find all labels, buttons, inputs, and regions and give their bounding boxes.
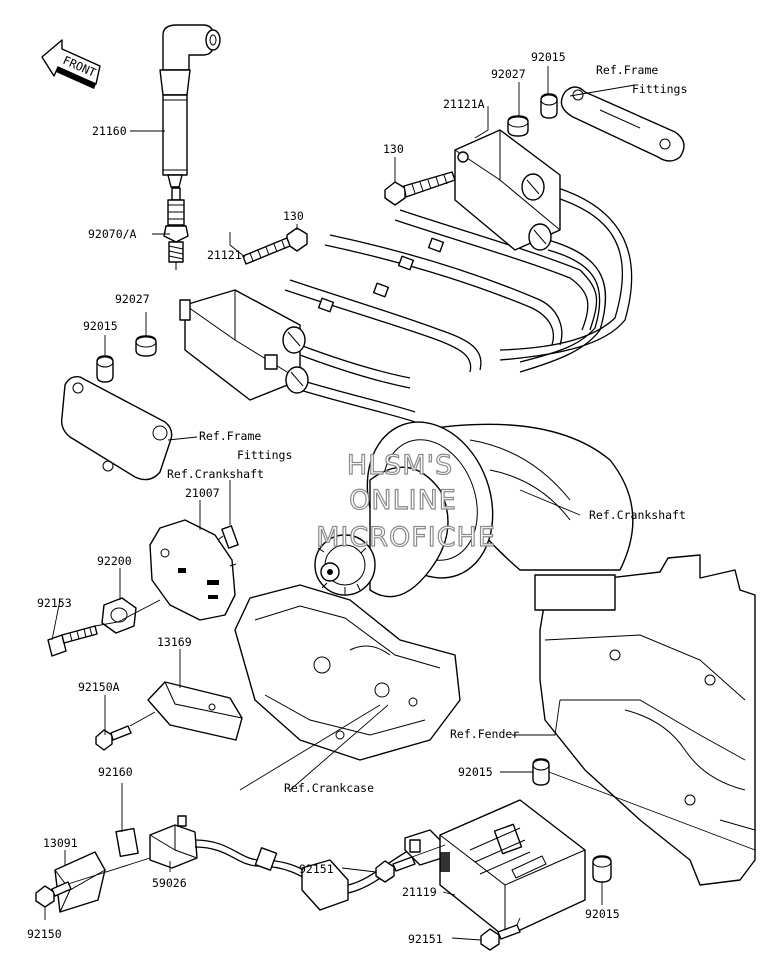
- ignition-coil-21121: [179, 289, 309, 401]
- label-13091: 13091: [43, 836, 78, 850]
- watermark-line-1: HLSM'S: [347, 450, 453, 481]
- watermark-line-2: ONLINE: [349, 485, 457, 516]
- spark-plug-92070a: [163, 187, 189, 270]
- label-ref-crankshaft-left: Ref.Crankshaft: [167, 467, 264, 481]
- label-ref-frame-top: Ref.Frame: [596, 63, 658, 77]
- label-92015-left: 92015: [83, 319, 118, 333]
- label-92015-bottom: 92015: [585, 907, 620, 921]
- bolt-92151-bottom: [480, 924, 521, 951]
- watermark: HLSM'S ONLINE MICROFICHE: [315, 449, 496, 553]
- bolt-92150a: [95, 725, 132, 751]
- label-92160: 92160: [98, 765, 133, 779]
- label-92027-top: 92027: [491, 67, 526, 81]
- bolt-92153: [47, 625, 98, 657]
- front-arrow-icon: FRONT: [41, 39, 101, 89]
- label-21119: 21119: [402, 885, 437, 899]
- label-ref-crankcase: Ref.Crankcase: [284, 781, 374, 795]
- label-ref-crankshaft-right: Ref.Crankshaft: [589, 508, 686, 522]
- label-92150a: 92150A: [78, 680, 120, 694]
- label-59026: 59026: [152, 876, 187, 890]
- fender-part: [534, 554, 756, 886]
- label-ref-fender: Ref.Fender: [450, 727, 519, 741]
- frame-bracket-top: [560, 86, 685, 162]
- crankshaft-part: [314, 421, 634, 598]
- label-92200: 92200: [97, 554, 132, 568]
- bracket-13091: [54, 851, 106, 913]
- igniter-21119: [439, 799, 586, 938]
- label-92153: 92153: [37, 596, 72, 610]
- ignition-leads: [238, 184, 633, 423]
- grommet-92027-left: [135, 335, 157, 357]
- pickup-coil-59026: [149, 815, 413, 911]
- part-labels: 21160 92070/A 92027 92015 Ref.Frame Fitt…: [27, 50, 687, 946]
- label-21160: 21160: [92, 124, 127, 138]
- frame-bracket-left: [60, 375, 173, 481]
- crankcase-part: [234, 584, 461, 761]
- ignition-coil-21121a: [454, 129, 561, 251]
- label-21121a: 21121A: [443, 97, 485, 111]
- collar-92015-bottom: [592, 855, 612, 883]
- label-21121: 21121: [207, 248, 242, 262]
- nut-92200: [101, 597, 137, 634]
- screw-92150: [35, 881, 72, 908]
- collar-92015-right: [532, 758, 550, 786]
- label-13169: 13169: [157, 635, 192, 649]
- label-fittings-left: Fittings: [237, 448, 292, 462]
- collar-92160: [115, 827, 139, 858]
- label-92070a: 92070/A: [88, 227, 137, 241]
- label-ref-frame-left: Ref.Frame: [199, 429, 261, 443]
- collar-92015-top: [540, 93, 558, 119]
- label-92151-mid: 92151: [299, 862, 334, 876]
- leader-lines: [44, 66, 756, 941]
- label-21007: 21007: [185, 486, 220, 500]
- grommet-92027-top: [507, 115, 529, 137]
- watermark-line-3: MICROFICHE: [316, 522, 496, 553]
- timing-rotor-21007: [149, 519, 239, 621]
- plate-13169: [147, 681, 243, 741]
- collar-92015-left: [96, 355, 114, 383]
- label-fittings-top: Fittings: [632, 82, 687, 96]
- label-92151-bottom: 92151: [408, 932, 443, 946]
- label-92027-left: 92027: [115, 292, 150, 306]
- label-92015-top: 92015: [531, 50, 566, 64]
- label-92150: 92150: [27, 927, 62, 941]
- bolt-130-mid: [242, 227, 308, 265]
- label-130-top: 130: [383, 142, 404, 156]
- label-130-mid: 130: [283, 209, 304, 223]
- label-92015-right: 92015: [458, 765, 493, 779]
- bolt-92151-mid: [375, 856, 416, 883]
- plug-cap-21160: [159, 24, 221, 188]
- bolt-130-top: [384, 171, 456, 206]
